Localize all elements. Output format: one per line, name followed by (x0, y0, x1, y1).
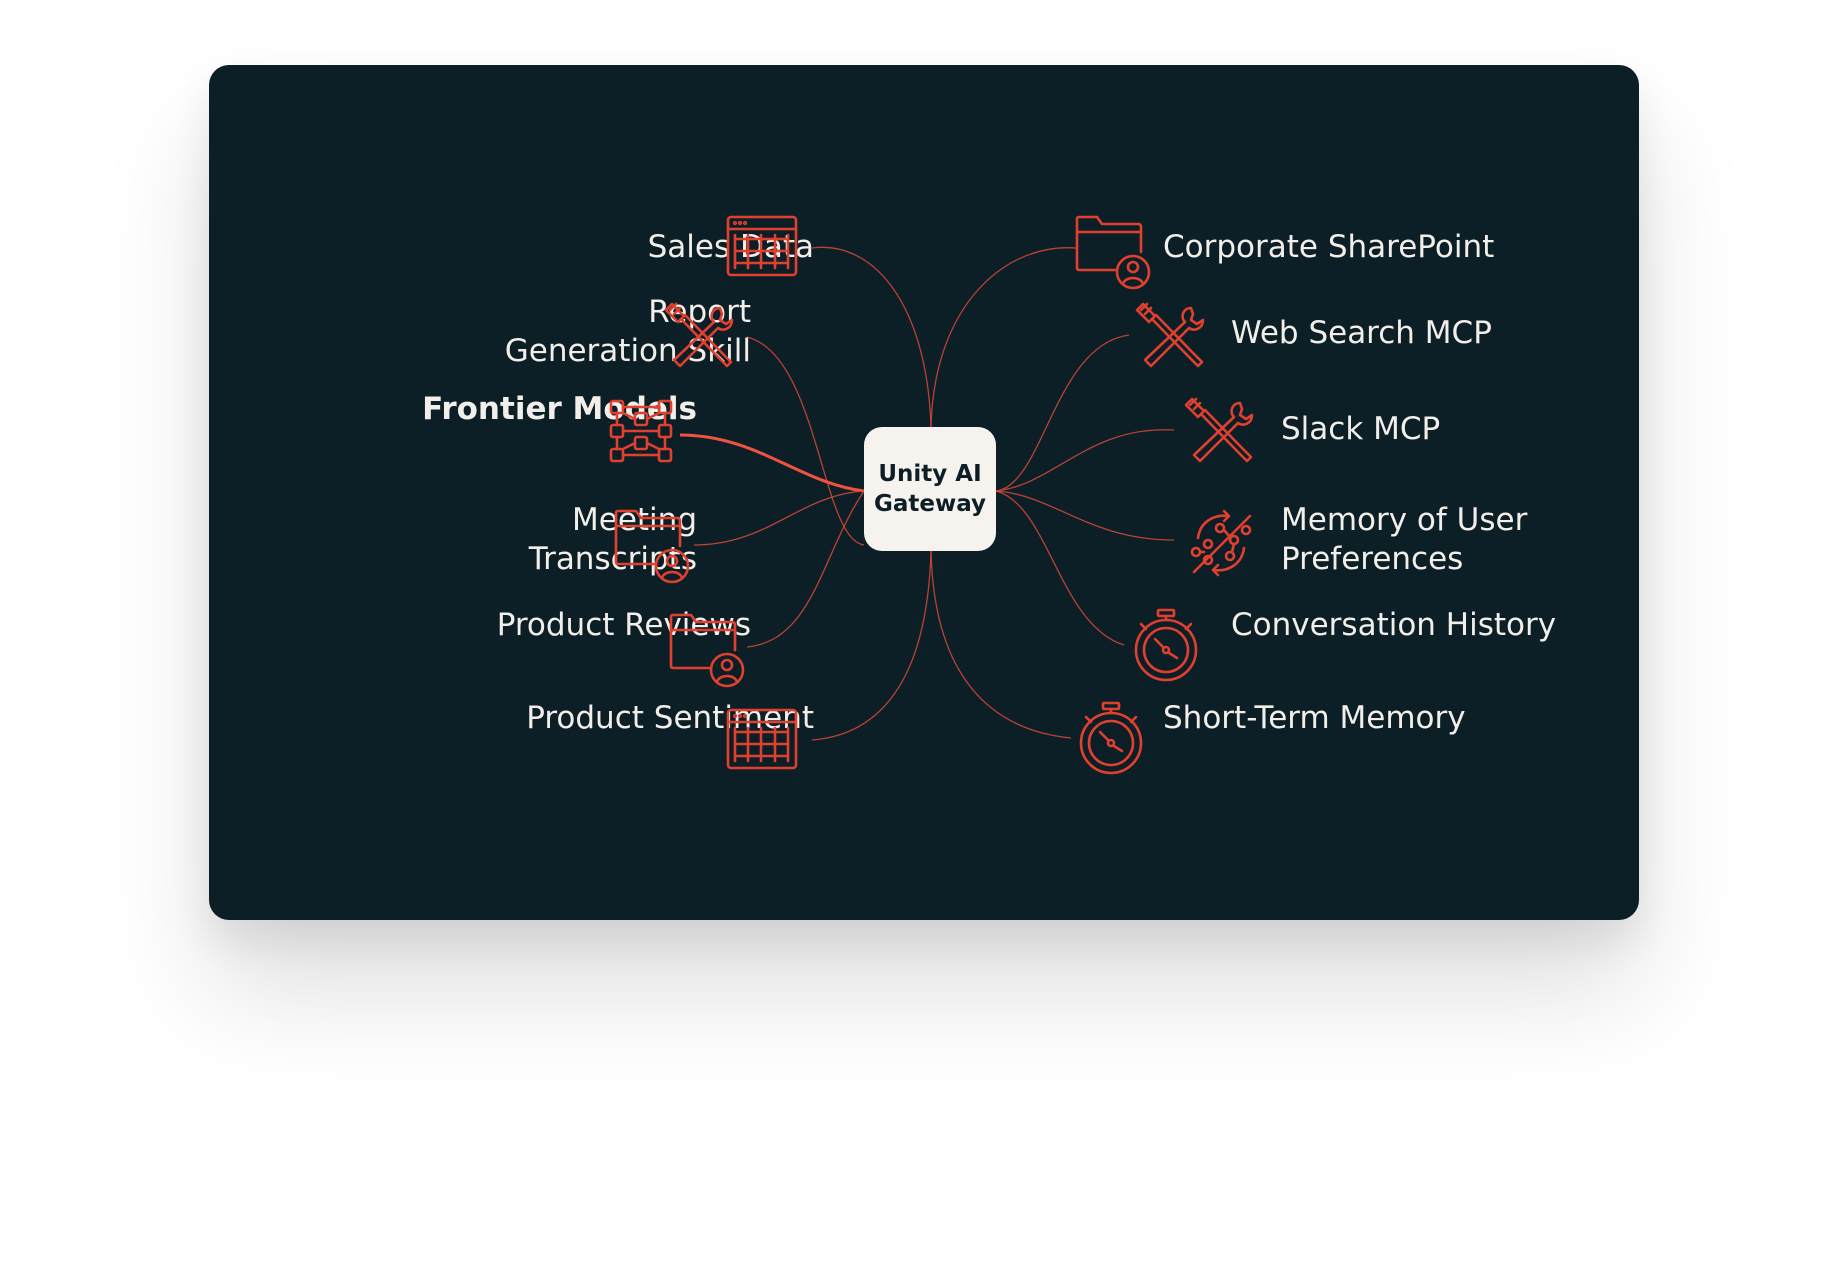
link-sales-data (811, 246, 932, 428)
link-frontier-models (679, 433, 865, 493)
shared-folder-icon (669, 612, 749, 689)
link-report-generation-skill (746, 336, 865, 546)
shared-folder-icon (614, 508, 694, 585)
stopwatch-icon (1078, 701, 1144, 775)
node-label-short-term-memory: Short-Term Memory (1163, 700, 1466, 736)
table-icon (726, 215, 798, 277)
link-product-sentiment (811, 550, 932, 741)
node-label-product-reviews: Product Reviews (496, 607, 751, 643)
link-corporate-sharepoint (930, 247, 1077, 428)
link-short-term-memory (930, 550, 1072, 739)
table-icon (726, 708, 798, 770)
link-web-search-mcp (995, 334, 1130, 492)
connection-lines (679, 246, 1175, 741)
tools-icon (1184, 395, 1256, 465)
tools-icon (664, 300, 736, 370)
shared-folder-icon (1075, 214, 1155, 291)
link-meeting-transcripts (693, 490, 865, 546)
link-conversation-history (995, 490, 1125, 646)
memory-sync-icon (1186, 508, 1256, 578)
node-label-corporate-sharepoint: Corporate SharePoint (1163, 229, 1495, 265)
link-memory-of-user-preferences (995, 490, 1175, 541)
stopwatch-icon (1133, 608, 1199, 682)
node-label-conversation-history: Conversation History (1231, 607, 1557, 643)
tools-icon (1135, 300, 1207, 370)
link-slack-mcp (995, 429, 1175, 492)
node-label-product-sentiment: Product Sentiment (526, 700, 814, 736)
network-icon (609, 399, 673, 463)
node-label-slack-mcp: Slack MCP (1281, 411, 1441, 447)
node-label-web-search-mcp: Web Search MCP (1231, 315, 1492, 351)
node-label-sales-data: Sales Data (647, 229, 814, 265)
node-label-frontier-models: Frontier Models (422, 391, 697, 427)
link-product-reviews (746, 490, 865, 648)
